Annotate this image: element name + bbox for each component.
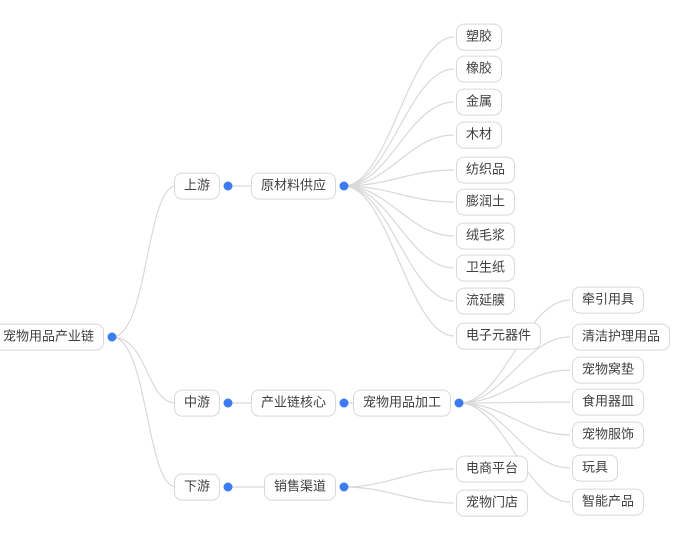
link-processing-pet-bedding	[458, 369, 571, 404]
expand-dot-downstream[interactable]	[223, 482, 233, 492]
link-raw-fluff-pulp	[343, 185, 455, 237]
link-raw-rubber	[343, 68, 455, 187]
link-processing-traction-gear	[458, 299, 571, 404]
node-raw-material-supply[interactable]: 原材料供应	[250, 172, 336, 200]
link-raw-metal	[343, 101, 455, 187]
node-smart-products[interactable]: 智能产品	[572, 488, 645, 516]
node-cleaning-care-products[interactable]: 清洁护理用品	[572, 323, 671, 351]
link-sales-ecommerce	[343, 468, 455, 488]
link-root-upstream	[111, 185, 177, 338]
link-raw-bentonite	[343, 185, 455, 203]
node-plastic[interactable]: 塑胶	[456, 23, 503, 51]
node-feeding-utensils[interactable]: 食用器皿	[572, 388, 645, 416]
node-downstream[interactable]: 下游	[173, 473, 220, 501]
node-pet-products-processing[interactable]: 宠物用品加工	[352, 389, 451, 417]
expand-dot-raw-material-supply[interactable]	[339, 181, 349, 191]
link-processing-cleaning-care	[458, 336, 571, 404]
node-electronic-components[interactable]: 电子元器件	[456, 322, 542, 350]
link-sales-pet-stores	[343, 486, 455, 504]
node-sales-channels[interactable]: 销售渠道	[263, 473, 336, 501]
node-fluff-pulp[interactable]: 绒毛浆	[456, 222, 516, 250]
node-industry-chain-core[interactable]: 产业链核心	[250, 389, 336, 417]
link-processing-pet-apparel	[458, 402, 571, 436]
expand-dot-midstream[interactable]	[223, 398, 233, 408]
link-root-midstream	[111, 336, 177, 404]
expand-dot-root[interactable]	[107, 332, 117, 342]
node-pet-apparel[interactable]: 宠物服饰	[572, 421, 645, 449]
node-root[interactable]: 宠物用品产业链	[0, 323, 104, 351]
link-raw-textiles	[343, 169, 455, 187]
expand-dot-sales-channels[interactable]	[339, 482, 349, 492]
link-processing-toys	[458, 402, 571, 469]
expand-dot-industry-chain-core[interactable]	[339, 398, 349, 408]
node-pet-stores[interactable]: 宠物门店	[456, 489, 529, 517]
node-pet-bedding[interactable]: 宠物窝垫	[572, 356, 645, 384]
expand-dot-upstream[interactable]	[223, 181, 233, 191]
link-processing-smart-products	[458, 402, 571, 503]
node-textiles[interactable]: 纺织品	[456, 156, 516, 184]
node-rubber[interactable]: 橡胶	[456, 55, 503, 83]
node-toilet-paper[interactable]: 卫生纸	[456, 254, 516, 282]
node-wood[interactable]: 木材	[456, 121, 503, 149]
link-raw-cast-film	[343, 185, 455, 302]
link-raw-toilet-paper	[343, 185, 455, 269]
node-cast-film[interactable]: 流延膜	[456, 287, 516, 315]
link-raw-electronic-components	[343, 185, 455, 337]
node-midstream[interactable]: 中游	[173, 389, 220, 417]
expand-dot-pet-products-processing[interactable]	[454, 398, 464, 408]
node-metal[interactable]: 金属	[456, 88, 503, 116]
link-processing-feeding-utensils	[458, 401, 571, 404]
link-raw-wood	[343, 134, 455, 187]
node-toys[interactable]: 玩具	[572, 454, 619, 482]
node-bentonite[interactable]: 膨润土	[456, 188, 516, 216]
link-root-downstream	[111, 336, 177, 488]
node-traction-gear[interactable]: 牵引用具	[572, 286, 645, 314]
node-ecommerce-platform[interactable]: 电商平台	[456, 455, 529, 483]
link-raw-plastic	[343, 36, 455, 187]
node-upstream[interactable]: 上游	[173, 172, 220, 200]
